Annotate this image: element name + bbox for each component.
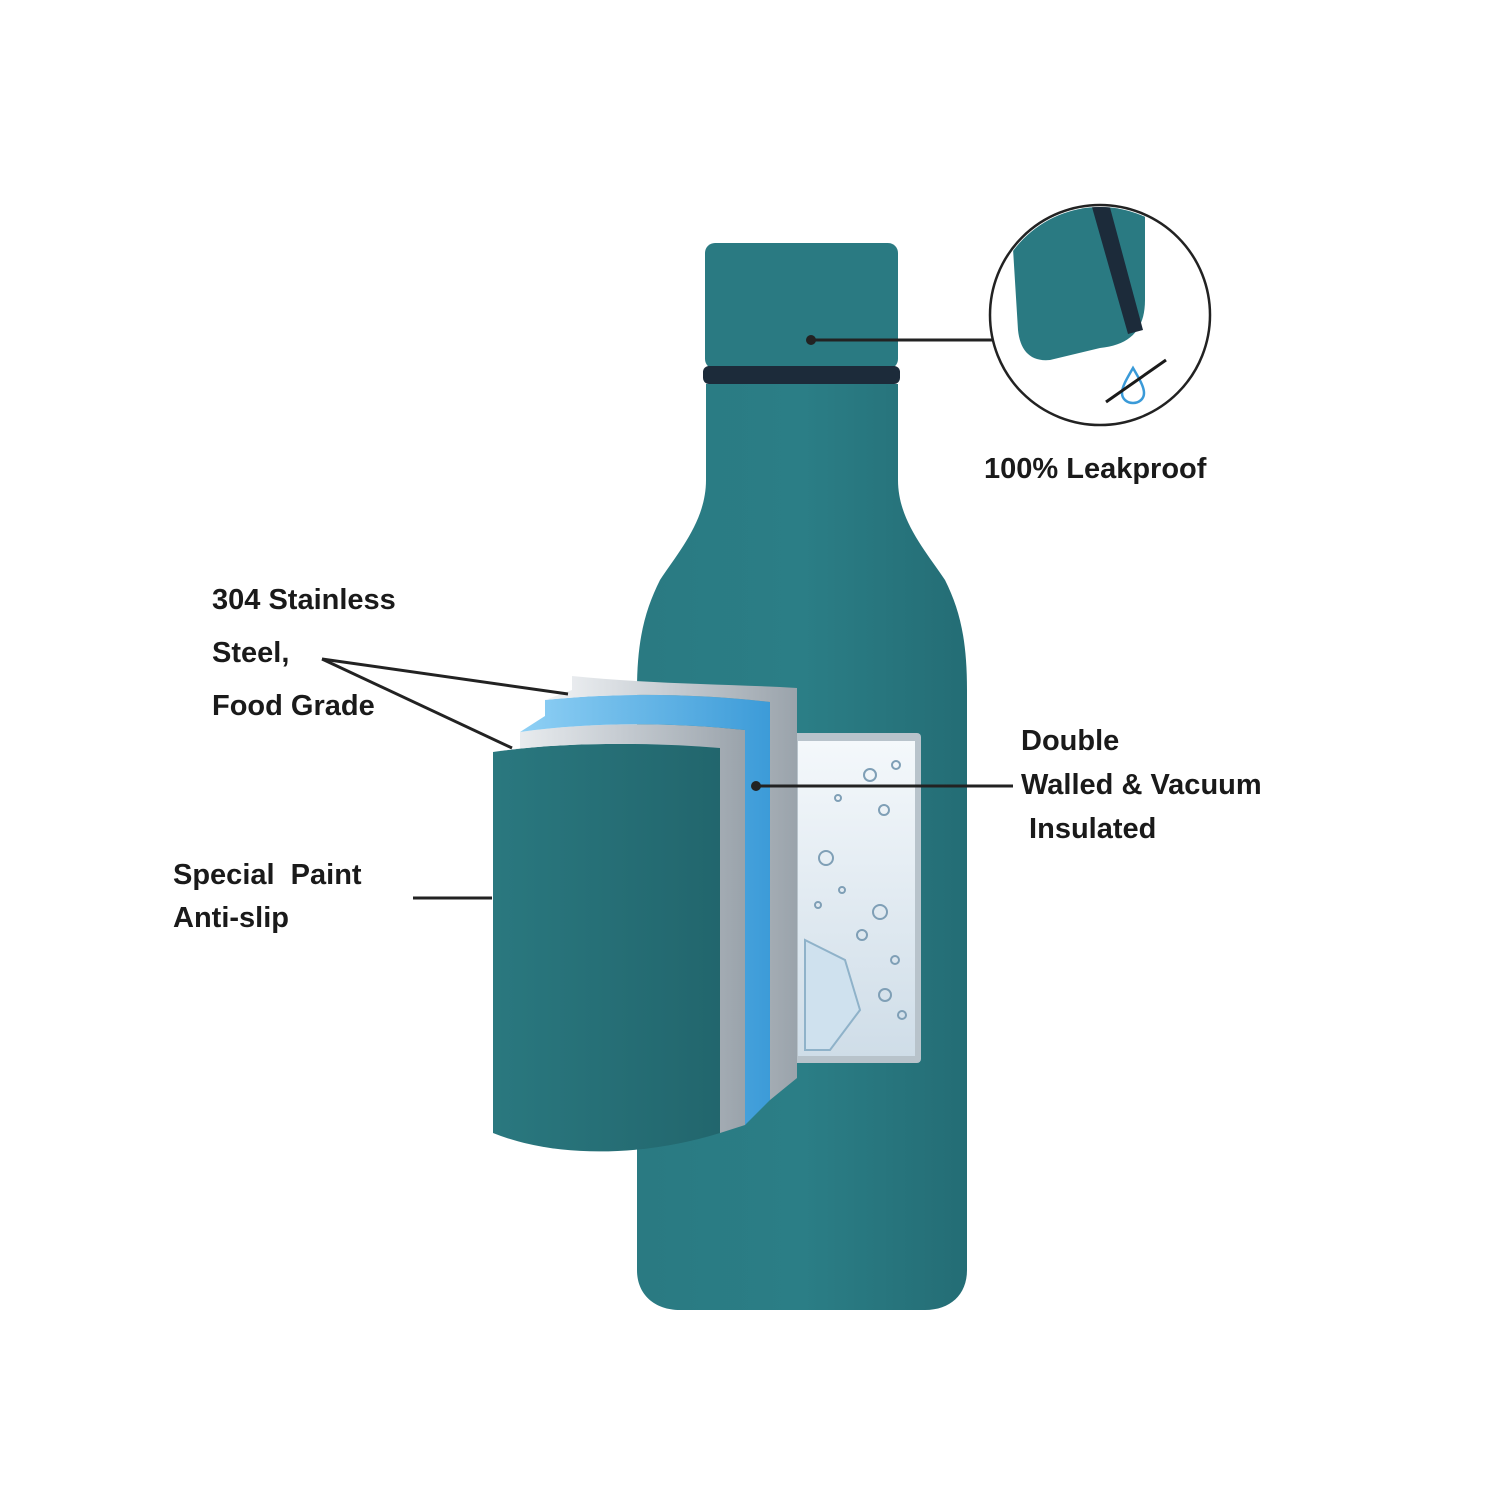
water-drop-icon — [1105, 358, 1167, 405]
label-steel-line3: Food Grade — [212, 690, 375, 722]
water-window — [790, 733, 921, 1063]
leader-lines — [321, 338, 1013, 900]
leader-dot-leakproof — [806, 335, 816, 345]
leader-dot-vacuum — [751, 781, 761, 791]
vacuum-layer — [520, 694, 770, 1125]
bottle-cap — [705, 243, 898, 369]
label-leakproof: 100% Leakproof — [984, 453, 1207, 485]
steel-layer-inner — [545, 676, 797, 1100]
label-paint-line2: Anti-slip — [173, 902, 289, 934]
seal-ring — [703, 366, 900, 384]
label-steel-line1: 304 Stainless — [212, 584, 396, 616]
label-vacuum-line2: Walled & Vacuum — [1021, 769, 1262, 801]
outer-paint-layer — [493, 743, 720, 1152]
label-paint-line1: Special Paint — [173, 859, 362, 891]
label-vacuum-line1: Double — [1021, 725, 1120, 757]
seal-zoom-circle — [988, 203, 1212, 427]
leader-steel-lower — [321, 657, 513, 750]
leader-steel-upper — [321, 657, 569, 696]
label-vacuum-line3: Insulated — [1021, 813, 1157, 845]
label-steel-line2: Steel, — [212, 637, 290, 669]
